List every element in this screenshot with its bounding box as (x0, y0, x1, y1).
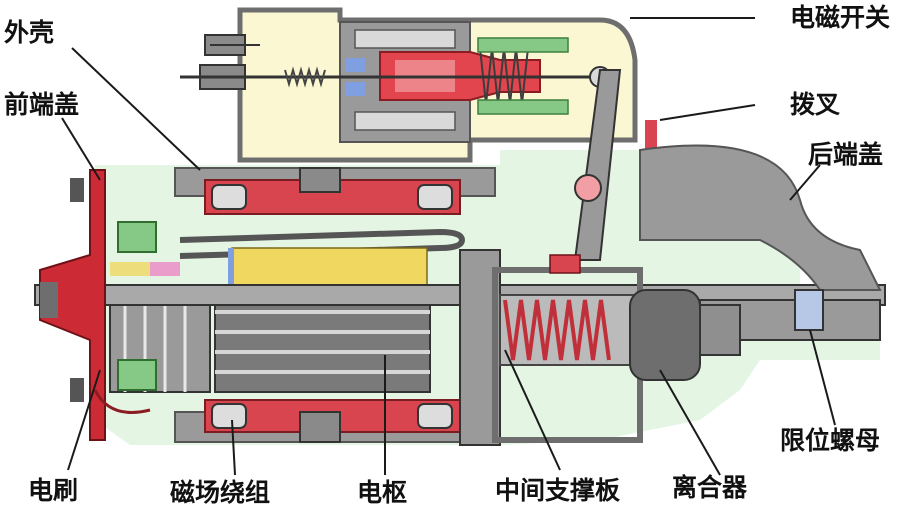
middle-support-plate (459, 249, 501, 446)
label-solenoid-switch: 电磁开关 (790, 3, 891, 32)
label-armature: 电枢 (357, 478, 408, 507)
field-winding (211, 184, 453, 429)
label-rear-cover: 后端盖 (808, 140, 884, 169)
label-front-cover: 前端盖 (4, 90, 80, 119)
label-clutch: 离合器 (672, 473, 748, 502)
label-field-winding: 磁场绕组 (170, 478, 271, 507)
label-fork: 拨叉 (790, 90, 841, 119)
armature (109, 228, 466, 393)
clutch (499, 289, 741, 381)
rear-cover (639, 144, 882, 291)
solenoid-switch (180, 7, 638, 163)
stop-nut (794, 289, 824, 331)
label-brush: 电刷 (28, 476, 79, 505)
label-shell: 外壳 (4, 18, 55, 47)
brush-holders (93, 221, 180, 414)
label-middle-support: 中间支撑板 (495, 476, 621, 505)
front-cover (39, 169, 106, 441)
fork-lever (549, 69, 657, 274)
leader-lines (61, 17, 836, 476)
label-stop-nut: 限位螺母 (780, 426, 881, 455)
